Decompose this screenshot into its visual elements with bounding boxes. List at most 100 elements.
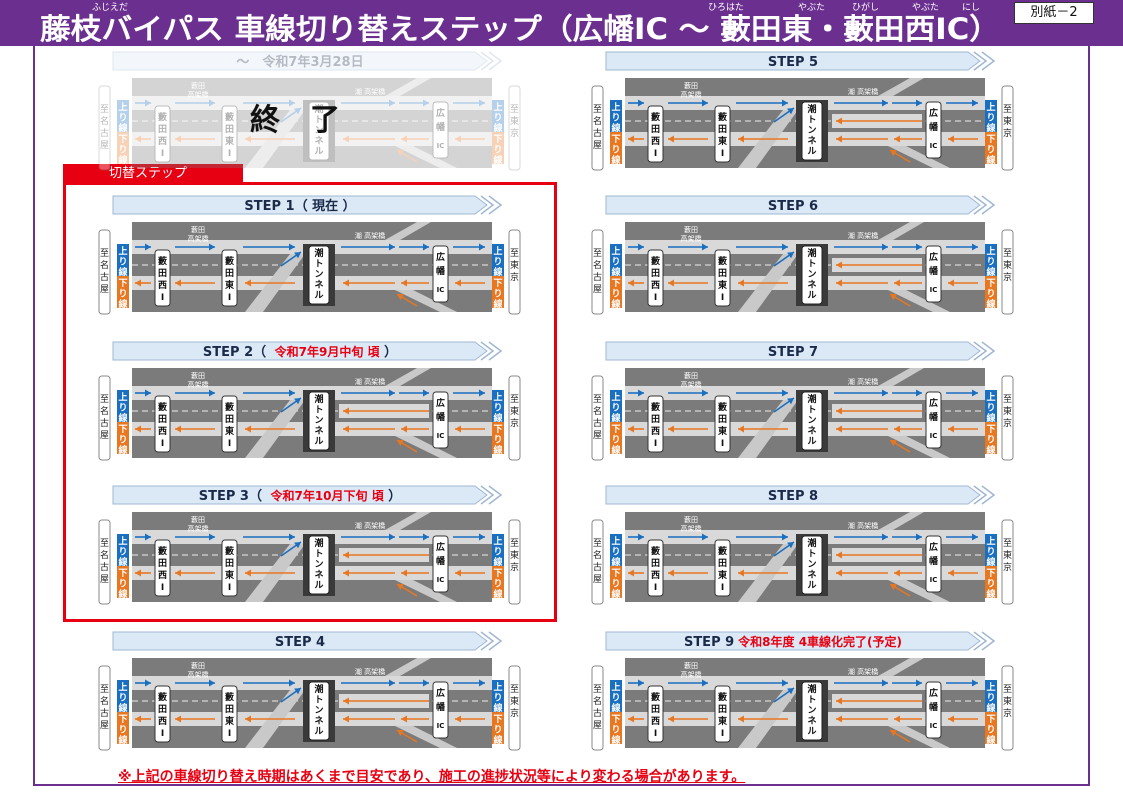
title-block: ふじえだ ひろはた やぶた ひがし やぶた にし 藤枝バイパス 車線切り替えステ… [40,1,1000,46]
to-west-label: 名 [100,259,109,271]
down-line-label-east: 線 [986,734,995,746]
down-traffic-arrow-head [401,569,407,577]
banner-chevron-icon [480,341,503,361]
step-banner [112,341,488,361]
tunnel-label: 潮 [807,103,816,115]
step-label: STEP 7 [768,345,818,360]
to-west-label: 屋 [100,284,109,295]
yabuta-west-ic-box [154,249,171,307]
down-traffic-arrow-head [738,569,744,577]
down-line-label-east: り [493,725,502,736]
banner-chevron-icon [480,631,503,651]
down-line-tag [610,276,622,308]
up-traffic-arrow-head [289,533,295,541]
hirohata-label: 広 [436,541,445,553]
up-line-label: 線 [611,412,620,424]
up-lane-band [132,96,492,110]
down-traffic-arrow-head [135,425,141,433]
east-terminal [508,665,521,751]
to-east-label: 至 [510,394,519,405]
tunnel-label: ン [314,415,323,426]
yabuta-east-ic-box [221,249,238,307]
yabuta-west-label: I [161,729,164,739]
yabuta-bridge-label: 藪田 [684,81,698,90]
hirohata-label: 幡 [436,265,446,277]
up-line-label: り [118,257,127,268]
to-west-label: 古 [593,127,602,139]
banner-chevron-icon [973,195,996,215]
up-line-label-east: 上 [493,245,502,257]
down-line-label: 線 [118,154,127,166]
to-east-label: 京 [510,271,519,283]
panel-past: ～ 令和7年3月28日至名古屋至東京上り線下り線上り線下り線藪田西I藪田東I広幡… [98,51,521,171]
tunnel-box [308,681,330,741]
down-traffic-arrow-head [175,425,181,433]
yabuta-bridge-label-2: 高架橋 [188,670,209,679]
up-line-tag-east [492,100,504,132]
down-line-label: 線 [118,444,127,456]
down-line-label: 下 [611,424,620,435]
to-east-label: 東 [510,115,519,127]
ushio-bridge-label: 潮 高架橋 [848,667,878,676]
down-traffic-arrow-head [948,715,954,723]
to-west-label: 古 [593,561,602,573]
yabuta-east-label: 藪 [225,111,235,123]
down-traffic-arrow-head [738,715,744,723]
down-line-label-east: 線 [493,588,502,600]
hirohata-label: 広 [436,251,445,263]
ramp-up-arrow-head [787,108,794,115]
yabuta-east-label: 藪 [225,255,235,267]
up-line-label-east: 線 [986,702,995,714]
yabuta-east-label: I [721,583,724,593]
up-line-label: り [611,403,620,414]
hirohata-label: 幡 [436,121,446,133]
to-west-label: 名 [100,549,109,561]
down-line-label: 線 [611,734,620,746]
yabuta-west-ic-box [154,685,171,743]
yabuta-east-label: 東 [225,425,234,437]
up-traffic-arrow-head [702,679,708,687]
down-line-label: 線 [611,444,620,456]
yabuta-west-label: I [654,149,657,159]
ramp-east-bottom [888,580,950,602]
step-date: 令和7年9月中旬 頃 [274,344,381,359]
page-title: 藤枝バイパス 車線切り替えステップ（広幡IC ～ 藪田東・藪田西IC） [40,12,1000,46]
east-terminal [1001,665,1014,751]
to-east-label: 東 [1003,259,1012,271]
step-banner [112,51,488,71]
tunnel-label: ネ [314,716,323,727]
up-traffic-arrow-head [638,533,644,541]
up-line-label-east: り [493,257,502,268]
down-line-label-east: り [986,435,995,446]
to-west-label: 至 [100,394,109,405]
tunnel-box [801,101,823,161]
up-line-label: 上 [118,391,127,403]
tunnel-box [801,535,823,595]
yabuta-west-label: 藪 [651,255,661,267]
ruby-yabuta-2: やぶた [912,2,939,13]
yabuta-east-label: I [721,729,724,739]
step-name: STEP 1（ 現在 ） [244,198,355,214]
hirohata-label: 幡 [436,555,446,567]
yabuta-west-label: 藪 [651,401,661,413]
down-traffic-arrow-head [894,135,900,143]
tunnel-label: ト [807,405,816,416]
hirohata-label: 広 [436,397,445,409]
hirohata-ic-box [432,681,449,739]
step-banner [605,195,981,215]
added-lane-arrow-head [836,117,842,125]
ramp-east-top [385,78,431,96]
down-line-label: り [118,725,127,736]
to-west-label: 屋 [100,574,109,585]
up-line-label: 上 [611,245,620,257]
hirohata-label: 幡 [929,265,939,277]
down-line-label: 線 [611,588,620,600]
tunnel-label: ネ [314,280,323,291]
yabuta-east-label: I [721,293,724,303]
tunnel-label: ル [314,726,323,737]
yabuta-east-label: 東 [225,569,234,581]
tunnel-label: ト [314,405,323,416]
to-west-label: 古 [100,127,109,139]
tunnel-label: ト [314,259,323,270]
